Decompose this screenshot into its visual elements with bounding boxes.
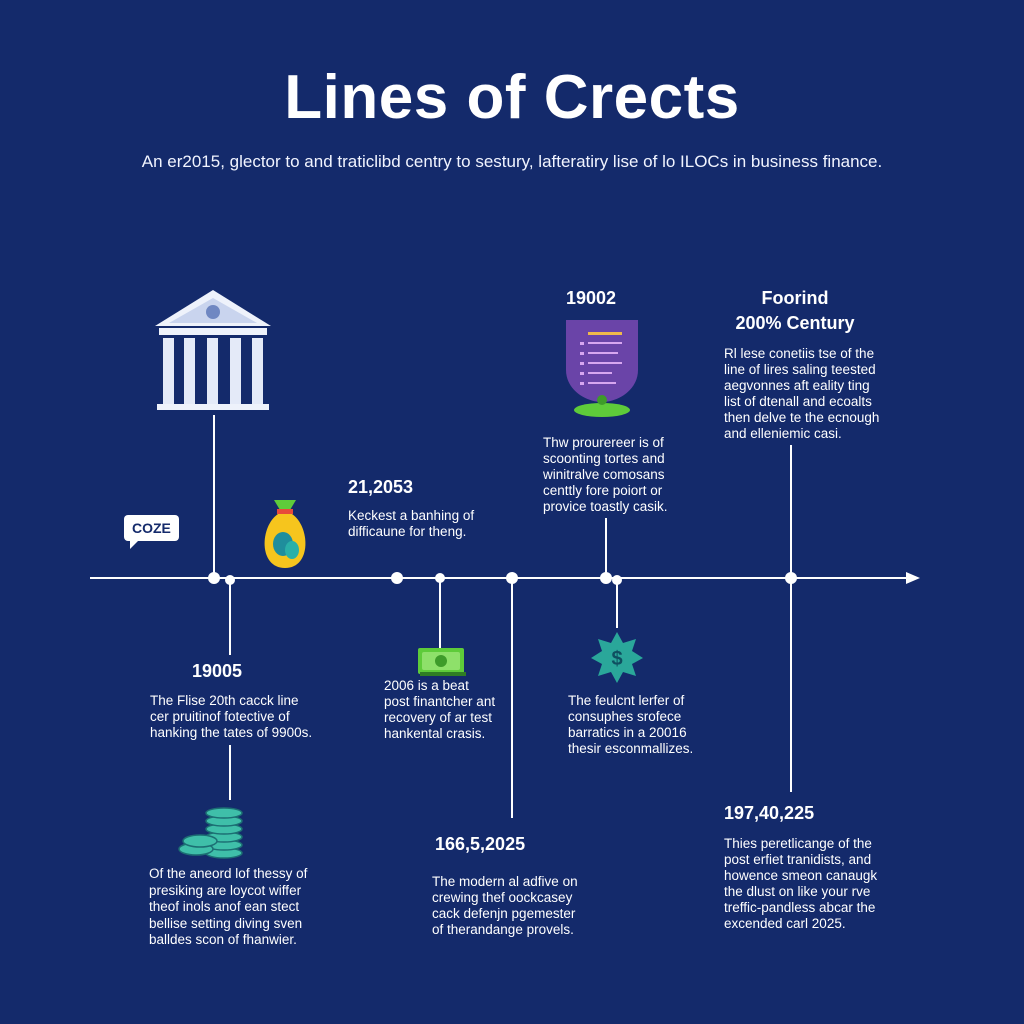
event-year-6: 19002 [566,288,617,308]
timeline-node [506,572,518,584]
timeline-node [391,572,403,584]
event-year-9: 197,40,225 [724,803,815,823]
event-year-1: 19005 [192,661,243,681]
document-stand-icon [566,320,638,417]
event-era-8: Foorind [761,288,829,308]
page-subtitle: An er2015, glector to and traticlibd cen… [141,152,883,171]
bank-building-icon [155,290,271,410]
timeline-node [225,575,235,585]
event-desc-8: Rl lese conetiis tse of the line of lire… [724,346,880,441]
event-desc-1: The Flise 20th cacck line cer pruitinof … [150,693,313,740]
money-bag-icon [264,500,306,568]
timeline-node [435,573,445,583]
banknote-icon [418,648,466,676]
timeline-node [612,575,622,585]
event-year-3: 21,2053 [348,477,414,497]
event-desc-9: Thies peretlicange of the post erfiet tr… [724,836,878,931]
event-desc-4: 2006 is a beat post finantcher ant recov… [384,678,496,741]
speech-bubble: COZE [124,515,179,549]
timeline-node [785,572,797,584]
timeline-node [208,572,220,584]
event-desc-5: The modern al adfive on crewing thef ooc… [432,874,578,937]
timeline-node [600,572,612,584]
event-desc-3: Keckest a banhing of difficaune for then… [348,508,475,539]
event-desc-6: Thw prourereer is of scoonting tortes an… [543,435,668,514]
event-year-8: 200% Century [735,313,855,333]
dollar-badge-icon: $ [591,632,643,683]
event-desc-7: The feulcnt lerfer of consuphes srofece … [568,693,694,756]
svg-text:$: $ [611,648,622,670]
coin-stack-icon [178,807,243,859]
timeline-arrowhead [906,572,920,584]
page-title: Lines of Crects [284,63,740,132]
event-year-5: 166,5,2025 [435,834,526,854]
event-desc-2: Of the aneord lof thessy of presiking ar… [149,866,308,947]
